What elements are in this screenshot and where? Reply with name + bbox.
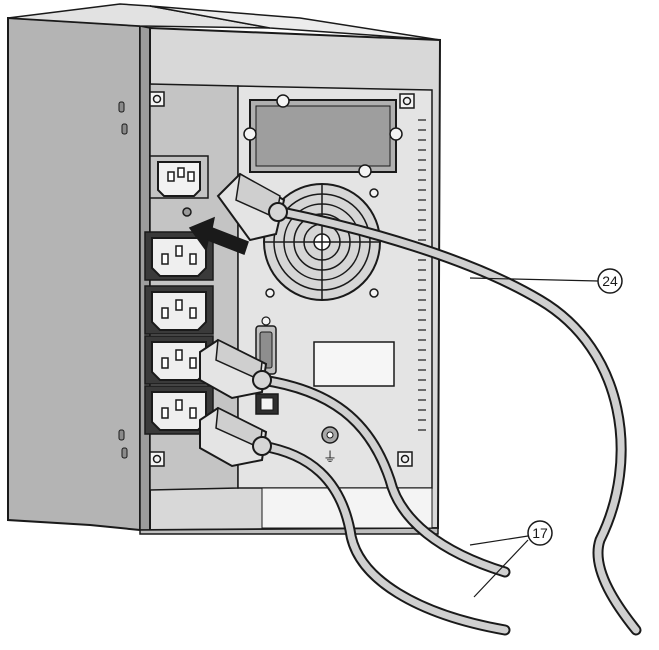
output-power-cables bbox=[256, 374, 511, 636]
callout-24: 24 bbox=[469, 268, 623, 294]
callout-24-number: 24 bbox=[602, 273, 618, 289]
ground-icon: ⏚ bbox=[323, 449, 337, 465]
input-cable-plug bbox=[216, 172, 288, 242]
ground-terminal: ⏚ bbox=[321, 426, 339, 465]
callout-17-number: 17 bbox=[532, 525, 548, 541]
input-socket-icon bbox=[149, 155, 209, 217]
usb-port-icon bbox=[255, 393, 279, 415]
comm-slot-cover bbox=[243, 94, 403, 178]
rating-label-plate bbox=[313, 341, 395, 387]
input-power-cable bbox=[276, 206, 642, 636]
panel-screws bbox=[149, 91, 415, 467]
cabinet-side-panel bbox=[7, 16, 151, 532]
output-cable-plug-top bbox=[199, 338, 272, 400]
side-vent-slots bbox=[118, 101, 128, 459]
output-socket-icon bbox=[144, 285, 214, 335]
output-sockets bbox=[144, 231, 214, 435]
arrow-icon bbox=[188, 216, 249, 255]
output-cable-plug-bottom bbox=[199, 406, 272, 468]
callout-17: 17 bbox=[469, 520, 553, 598]
rear-vent-teeth bbox=[418, 119, 426, 431]
